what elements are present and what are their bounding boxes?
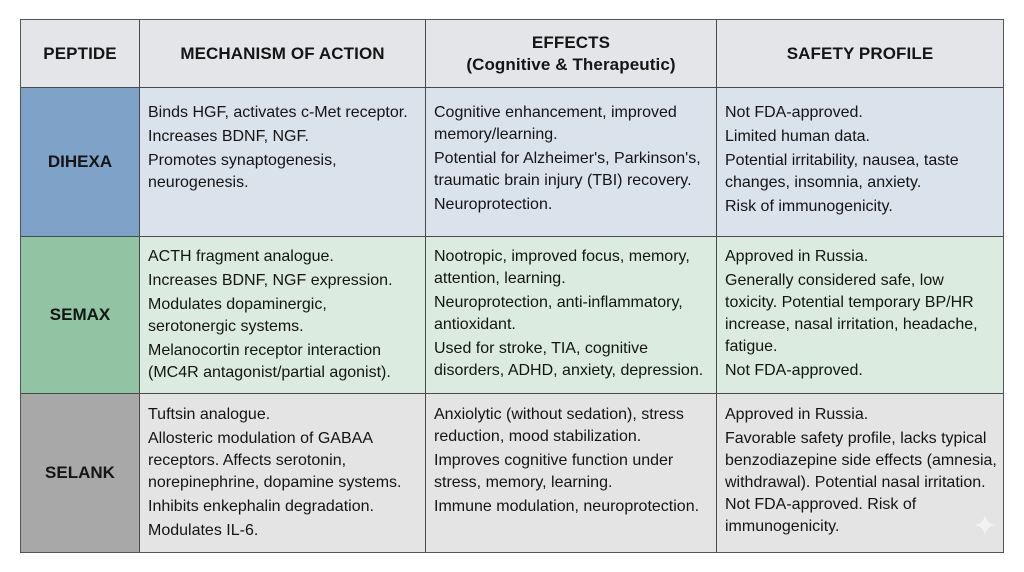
peptide-name-semax: SEMAX bbox=[21, 237, 140, 394]
effects-item: Nootropic, improved focus, memory, atten… bbox=[434, 248, 690, 287]
header-effects-label: EFFECTS bbox=[531, 32, 611, 52]
mechanism-item: Allosteric modulation of GABAA receptors… bbox=[148, 430, 402, 491]
mechanism-selank: Tuftsin analogue. Allosteric modulation … bbox=[140, 394, 426, 552]
peptide-name-text: SEMAX bbox=[49, 305, 111, 324]
mechanism-item: Tuftsin analogue. bbox=[148, 406, 271, 423]
effects-dihexa: Cognitive enhancement, improved memory/l… bbox=[426, 88, 717, 237]
header-safety: SAFETY PROFILE bbox=[717, 20, 1003, 88]
mechanism-item: Modulates IL-6. bbox=[148, 522, 259, 539]
safety-item: Approved in Russia. bbox=[725, 406, 869, 423]
mechanism-item: Increases BDNF, NGF. bbox=[148, 128, 309, 145]
effects-semax: Nootropic, improved focus, memory, atten… bbox=[426, 237, 717, 394]
mechanism-item: Modulates dopaminergic, serotonergic sys… bbox=[148, 296, 327, 335]
safety-item: Favorable safety profile, lacks typical … bbox=[725, 430, 997, 535]
header-mechanism-label: MECHANISM OF ACTION bbox=[180, 43, 385, 63]
safety-selank: Approved in Russia. Favorable safety pro… bbox=[717, 394, 1003, 552]
effects-item: Neuroprotection. bbox=[434, 196, 553, 213]
peptide-name-selank: SELANK bbox=[21, 394, 140, 552]
effects-item: Anxiolytic (without sedation), stress re… bbox=[434, 406, 684, 445]
safety-item: Generally considered safe, low toxicity.… bbox=[725, 272, 978, 355]
peptide-name-dihexa: DIHEXA bbox=[21, 88, 140, 237]
peptide-name-text: SELANK bbox=[45, 463, 115, 482]
safety-item: Limited human data. bbox=[725, 128, 870, 145]
header-effects: EFFECTS (Cognitive & Therapeutic) bbox=[426, 20, 717, 88]
header-peptide: PEPTIDE bbox=[21, 20, 140, 88]
mechanism-item: Promotes synaptogenesis, neurogenesis. bbox=[148, 152, 337, 191]
mechanism-semax: ACTH fragment analogue. Increases BDNF, … bbox=[140, 237, 426, 394]
mechanism-dihexa: Binds HGF, activates c-Met receptor. Inc… bbox=[140, 88, 426, 237]
mechanism-item: Increases BDNF, NGF expression. bbox=[148, 272, 393, 289]
effects-item: Improves cognitive function under stress… bbox=[434, 452, 674, 491]
safety-item: Potential irritability, nausea, taste ch… bbox=[725, 152, 959, 191]
safety-semax: Approved in Russia. Generally considered… bbox=[717, 237, 1003, 394]
peptide-comparison-table: PEPTIDE MECHANISM OF ACTION EFFECTS (Cog… bbox=[20, 19, 1004, 553]
mechanism-item: Inhibits enkephalin degradation. bbox=[148, 498, 374, 515]
effects-item: Neuroprotection, anti-inflammatory, anti… bbox=[434, 294, 683, 333]
safety-item: Risk of immunogenicity. bbox=[725, 198, 893, 215]
mechanism-item: Binds HGF, activates c-Met receptor. bbox=[148, 104, 408, 121]
sparkle-icon bbox=[972, 512, 998, 538]
safety-item: Approved in Russia. bbox=[725, 248, 869, 265]
effects-item: Used for stroke, TIA, cognitive disorder… bbox=[434, 340, 704, 379]
header-peptide-label: PEPTIDE bbox=[43, 43, 117, 63]
effects-item: Potential for Alzheimer's, Parkinson's, … bbox=[434, 150, 701, 189]
peptide-name-text: DIHEXA bbox=[47, 152, 113, 171]
mechanism-item: ACTH fragment analogue. bbox=[148, 248, 334, 265]
safety-dihexa: Not FDA-approved. Limited human data. Po… bbox=[717, 88, 1003, 237]
effects-item: Immune modulation, neuroprotection. bbox=[434, 498, 700, 515]
effects-selank: Anxiolytic (without sedation), stress re… bbox=[426, 394, 717, 552]
safety-item: Not FDA-approved. bbox=[725, 104, 863, 121]
safety-item: Not FDA-approved. bbox=[725, 362, 863, 379]
header-mechanism: MECHANISM OF ACTION bbox=[140, 20, 426, 88]
effects-item: Cognitive enhancement, improved memory/l… bbox=[434, 104, 677, 143]
header-safety-label: SAFETY PROFILE bbox=[786, 43, 934, 63]
mechanism-item: Melanocortin receptor interaction (MC4R … bbox=[148, 342, 391, 381]
header-effects-sublabel: (Cognitive & Therapeutic) bbox=[466, 54, 676, 74]
